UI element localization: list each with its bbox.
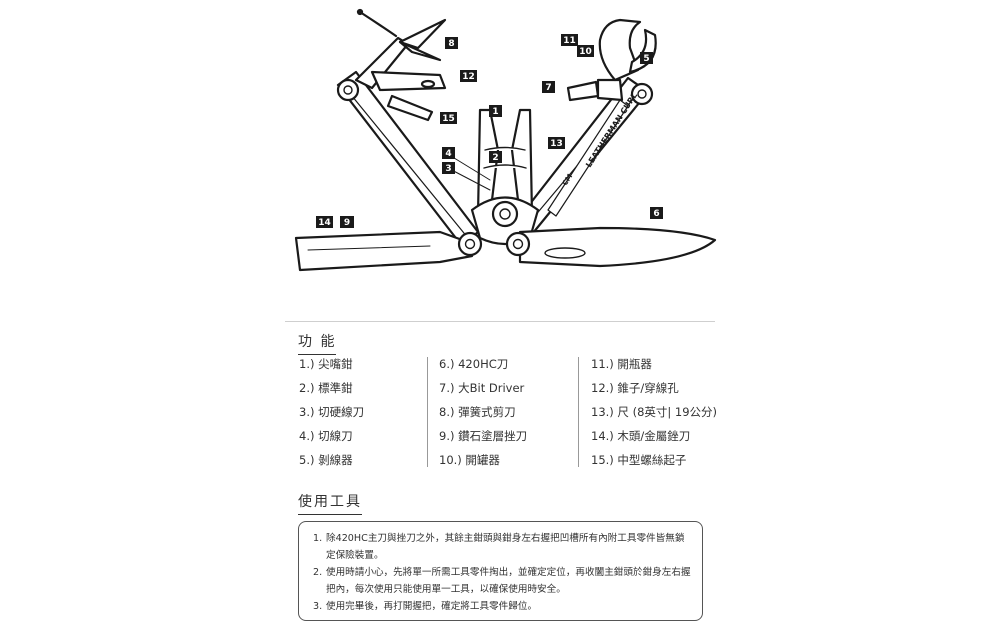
svg-text:6: 6 [653,209,659,219]
callout-12: 12 [460,70,477,82]
svg-text:4: 4 [445,149,451,159]
functions-column-1: 1.) 尖嘴鉗 2.) 標準鉗 3.) 切硬線刀 4.) 切線刀 5.) 剝線器 [299,356,364,476]
callout-13: 13 [548,137,565,149]
bit-driver-tool [566,80,600,102]
function-item: 6.) 420HC刀 [439,357,509,371]
note-text: 使用時請小心，先將單一所需工具零件掏出，並確定定位，再收闔主鉗頭於鉗身左右握把內… [326,567,691,595]
callout-1: 1 [489,105,502,117]
function-item: 11.) 開瓶器 [591,357,652,371]
function-item: 4.) 切線刀 [299,429,353,443]
knife-blade [518,226,717,268]
function-item: 10.) 開罐器 [439,453,500,467]
column-separator [578,357,579,467]
callout-7: 7 [542,81,555,93]
pliers-jaw-right [510,108,534,217]
stripper-tool [370,70,447,92]
function-item: 5.) 剝線器 [299,453,353,467]
callout-5: 5 [640,52,653,64]
svg-text:13: 13 [550,139,563,149]
usage-note: 2. 使用時請小心，先將單一所需工具零件掏出，並確定定位，再收闔主鉗頭於鉗身左右… [313,564,692,598]
callout-4: 4 [442,147,455,159]
callout-14: 14 [316,216,333,228]
svg-text:8: 8 [448,39,454,49]
callout-15: 15 [440,112,457,124]
function-item: 13.) 尺 (8英寸| 19公分) [591,405,718,419]
note-text: 除420HC主刀與挫刀之外，其餘主鉗頭與鉗身左右握把凹槽所有內附工具零件皆無鎖定… [326,533,685,561]
pliers-jaw-left [476,108,500,217]
svg-text:15: 15 [442,114,455,124]
usage-note: 3. 使用完畢後，再打開握把，確定將工具零件歸位。 [313,598,692,615]
svg-text:10: 10 [579,47,592,57]
bottle-opener-tool [598,18,642,82]
function-item: 8.) 彈簧式剪刀 [439,405,516,419]
svg-text:12: 12 [462,72,475,82]
file-blade [294,230,474,272]
callout-10: 10 [577,45,594,57]
function-item: 3.) 切硬線刀 [299,405,365,419]
callout-9: 9 [340,216,354,228]
function-item: 2.) 標準鉗 [299,381,353,395]
functions-title: 功 能 [298,331,337,355]
column-separator [427,357,428,467]
multitool-diagram: LEATHERMAN CURL CM 1 2 3 4 5 6 7 8 9 10 … [294,8,717,272]
svg-text:5: 5 [643,54,649,64]
svg-text:3: 3 [445,164,451,174]
note-number: 3. [313,601,323,612]
note-text: 使用完畢後，再打開握把，確定將工具零件歸位。 [326,601,538,612]
function-item: 15.) 中型螺絲起子 [591,453,687,467]
usage-notes-box: 1. 除420HC主刀與挫刀之外，其餘主鉗頭與鉗身左右握把凹槽所有內附工具零件皆… [298,521,703,621]
callout-8: 8 [445,37,458,49]
ruler-edge [547,99,629,217]
function-item: 12.) 錐子/穿線孔 [591,381,679,395]
callout-2: 2 [489,151,502,163]
functions-column-3: 11.) 開瓶器 12.) 錐子/穿線孔 13.) 尺 (8英寸| 19公分) … [591,356,717,476]
svg-text:2: 2 [492,153,498,163]
note-number: 1. [313,533,323,544]
function-item: 1.) 尖嘴鉗 [299,357,353,371]
function-item: 7.) 大Bit Driver [439,381,525,395]
usage-title: 使用工具 [298,491,362,515]
can-opener-tool [628,28,657,74]
callout-11: 11 [561,34,578,46]
function-item: 14.) 木頭/金屬銼刀 [591,429,691,443]
usage-note: 1. 除420HC主刀與挫刀之外，其餘主鉗頭與鉗身左右握把凹槽所有內附工具零件皆… [313,530,692,564]
svg-text:1: 1 [492,107,498,117]
left-handle [336,70,480,248]
svg-text:9: 9 [344,218,350,228]
svg-text:7: 7 [545,83,551,93]
callout-6: 6 [650,207,663,219]
function-item: 9.) 鑽石塗層挫刀 [439,429,528,443]
functions-column-2: 6.) 420HC刀 7.) 大Bit Driver 8.) 彈簧式剪刀 9.)… [439,356,527,476]
callout-3: 3 [442,162,455,174]
svg-text:11: 11 [563,36,576,46]
note-number: 2. [313,567,323,578]
section-divider [285,321,715,322]
svg-text:14: 14 [318,218,331,228]
screwdriver-tool [386,94,434,122]
